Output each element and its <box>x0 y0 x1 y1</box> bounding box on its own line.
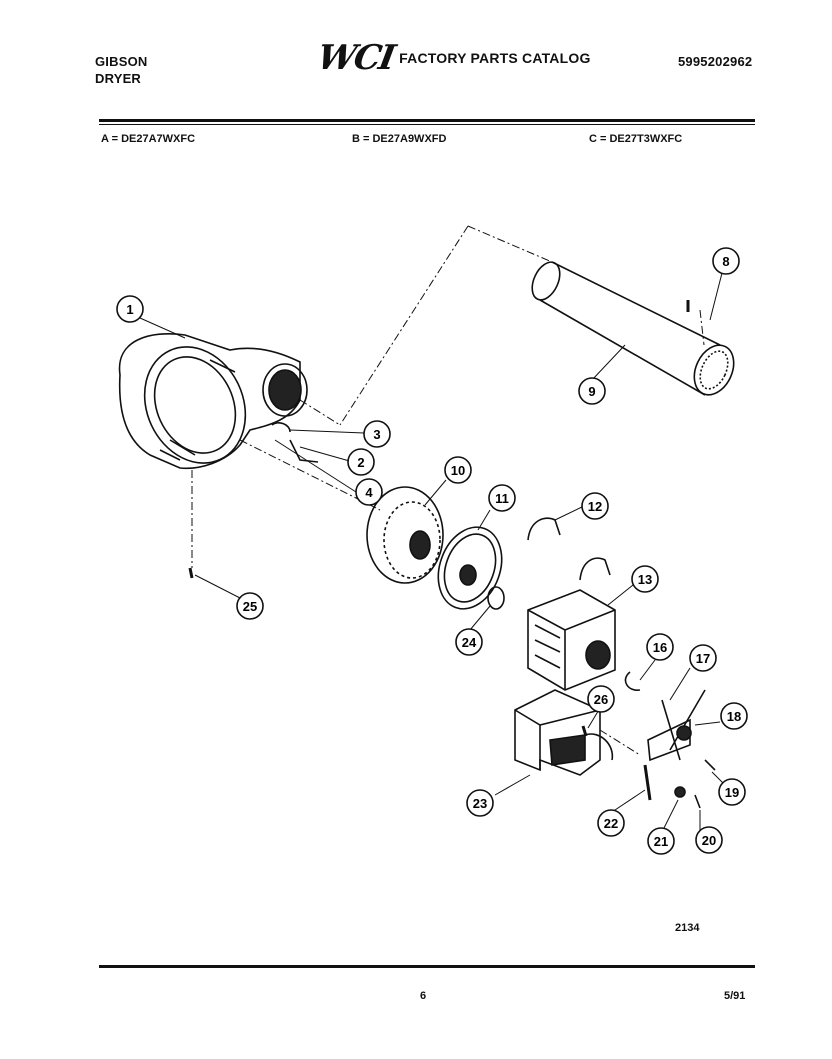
svg-text:8: 8 <box>722 254 729 269</box>
callout-16: 16 <box>646 633 674 661</box>
page-number: 6 <box>420 990 427 1002</box>
callout-8: 8 <box>712 247 740 275</box>
callout-20: 20 <box>695 826 723 854</box>
callout-26: 26 <box>587 685 615 713</box>
callout-3: 3 <box>363 420 391 448</box>
svg-text:16: 16 <box>653 640 667 655</box>
assembly-line-idler <box>599 729 641 756</box>
assembly-line-screw-8 <box>699 309 705 346</box>
svg-text:24: 24 <box>462 635 477 650</box>
screw-25 <box>188 567 194 579</box>
svg-text:1: 1 <box>126 302 133 317</box>
svg-text:23: 23 <box>473 796 487 811</box>
svg-text:4: 4 <box>365 485 373 500</box>
model-a: A = DE27A7WXFC <box>101 133 196 145</box>
svg-text:17: 17 <box>696 651 710 666</box>
svg-text:11: 11 <box>495 491 509 506</box>
callout-12: 12 <box>581 492 609 520</box>
assembly-line-duct <box>339 225 469 426</box>
catalog-header: WCI FACTORY PARTS CATALOG <box>314 38 591 78</box>
product-type: DRYER <box>95 71 142 86</box>
blower-wheel <box>366 486 444 584</box>
callout-9: 9 <box>578 377 606 405</box>
brand-block: GIBSON DRYER <box>95 53 147 87</box>
svg-text:20: 20 <box>702 833 716 848</box>
idler-assembly <box>624 671 716 809</box>
motor-clip-upper <box>527 517 561 541</box>
blower-housing <box>118 333 308 470</box>
assembly-line-duct-top <box>467 225 553 263</box>
callouts: 1 2 3 4 8 9 10 11 12 13 16 17 18 19 20 2… <box>116 247 748 855</box>
callout-10: 10 <box>444 456 472 484</box>
svg-text:26: 26 <box>594 692 608 707</box>
catalog-part-number: 5995202962 <box>678 54 753 69</box>
motor-clip-lower <box>579 557 611 581</box>
svg-text:25: 25 <box>243 599 257 614</box>
callout-24: 24 <box>455 628 483 656</box>
drive-motor <box>527 589 616 691</box>
exhaust-duct <box>531 261 735 396</box>
svg-text:3: 3 <box>373 427 380 442</box>
svg-text:12: 12 <box>588 499 602 514</box>
header-rule-bottom <box>99 124 755 125</box>
svg-text:10: 10 <box>451 463 465 478</box>
svg-text:22: 22 <box>604 816 618 831</box>
callout-11: 11 <box>488 484 516 512</box>
callout-13: 13 <box>631 565 659 593</box>
svg-text:18: 18 <box>727 709 741 724</box>
brand-name: GIBSON <box>95 54 148 69</box>
footer-rule <box>99 965 755 968</box>
callout-19: 19 <box>718 778 746 806</box>
svg-text:21: 21 <box>654 834 668 849</box>
callout-17: 17 <box>689 644 717 672</box>
motor-mount <box>514 689 614 776</box>
seal-plate <box>437 526 503 610</box>
callout-23: 23 <box>466 789 494 817</box>
screw-26 <box>581 725 588 737</box>
callout-4: 4 <box>355 478 383 506</box>
model-c: C = DE27T3WXFC <box>589 133 683 145</box>
header-rule-top <box>99 119 755 122</box>
callout-25: 25 <box>236 592 264 620</box>
callout-22: 22 <box>597 809 625 837</box>
assembly-line-housing <box>299 399 341 426</box>
retaining-ring <box>487 586 505 610</box>
callout-1: 1 <box>116 295 144 323</box>
svg-text:9: 9 <box>588 384 595 399</box>
callout-18: 18 <box>720 702 748 730</box>
assembly-line-wheel <box>239 439 381 511</box>
svg-text:19: 19 <box>725 785 739 800</box>
print-date: 5/91 <box>724 990 746 1002</box>
bracket-2 <box>289 439 319 463</box>
model-b: B = DE27A9WXFD <box>352 133 447 145</box>
diagram-code: 2134 <box>675 922 700 934</box>
svg-text:2: 2 <box>357 455 364 470</box>
svg-text:13: 13 <box>638 572 652 587</box>
callout-21: 21 <box>647 827 675 855</box>
clamp-3 <box>271 422 291 433</box>
catalog-title: FACTORY PARTS CATALOG <box>399 50 591 66</box>
callout-2: 2 <box>347 448 375 476</box>
